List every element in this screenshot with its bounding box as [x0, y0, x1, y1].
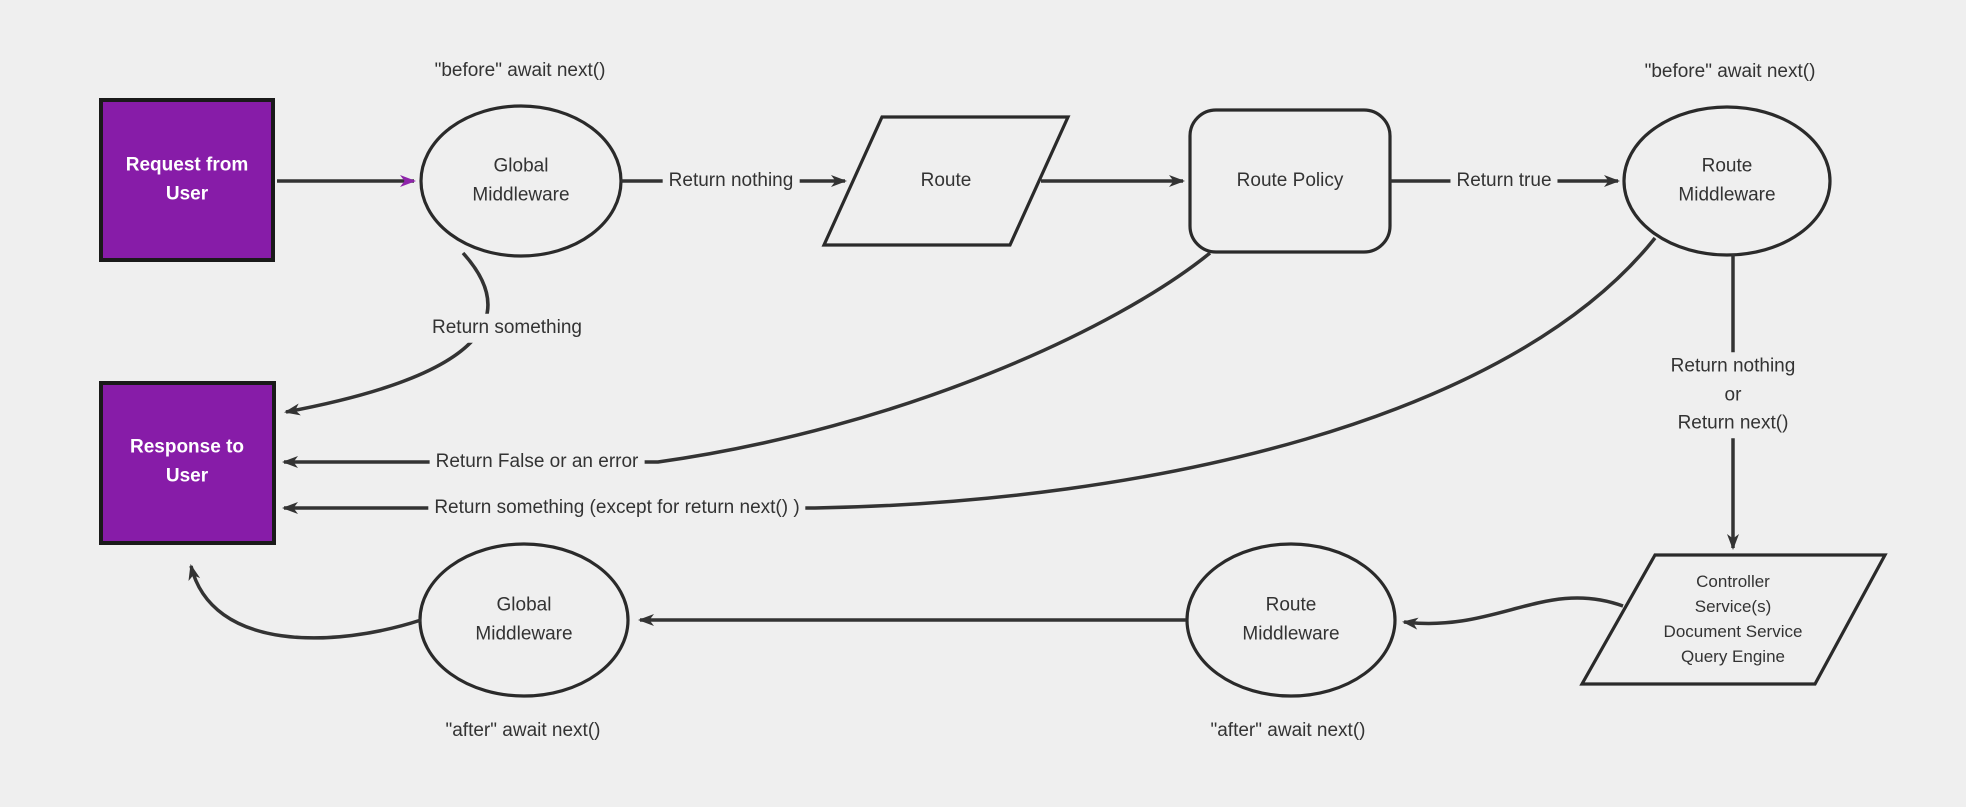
route-node — [821, 115, 1071, 247]
after-await-next-right-label: "after" await next() — [1210, 719, 1366, 741]
route-label: Route — [920, 169, 972, 191]
edge-route-policy-return-false — [282, 251, 1212, 468]
request-from-user-label: Request from User — [125, 154, 249, 205]
request-from-user-node — [99, 98, 275, 262]
return-something-except-label: Return something (except for return next… — [428, 493, 806, 523]
edge-global-middleware-to-response — [188, 564, 422, 640]
route-policy-label: Route Policy — [1236, 169, 1344, 191]
after-await-next-left-label: "after" await next() — [445, 719, 601, 741]
return-nothing-label: Return nothing — [662, 166, 800, 196]
edge-route-middleware-return-something-except — [282, 236, 1657, 514]
controller-services-label: Controller Service(s) Document Service Q… — [1663, 572, 1803, 666]
route-middleware-bottom-node — [1185, 542, 1397, 698]
route-middleware-bottom-label: Route Middleware — [1242, 594, 1340, 645]
response-to-user-node — [99, 381, 276, 545]
return-false-or-error-label: Return False or an error — [429, 447, 645, 477]
return-true-label: Return true — [1450, 166, 1558, 196]
return-nothing-or-next-label: Return nothing or Return next() — [1664, 352, 1802, 438]
response-to-user-label: Response to User — [129, 436, 245, 487]
route-middleware-top-node — [1622, 105, 1832, 257]
before-await-next-right-label: "before" await next() — [1644, 60, 1816, 82]
before-await-next-left-label: "before" await next() — [434, 59, 606, 81]
edge-controller-to-route-middleware-bottom — [1402, 596, 1624, 630]
route-middleware-top-label: Route Middleware — [1678, 155, 1776, 206]
global-middleware-top-label: Global Middleware — [472, 155, 570, 206]
global-middleware-bottom-label: Global Middleware — [475, 594, 573, 645]
return-something-label: Return something — [426, 313, 588, 343]
controller-services-node — [1579, 553, 1888, 686]
